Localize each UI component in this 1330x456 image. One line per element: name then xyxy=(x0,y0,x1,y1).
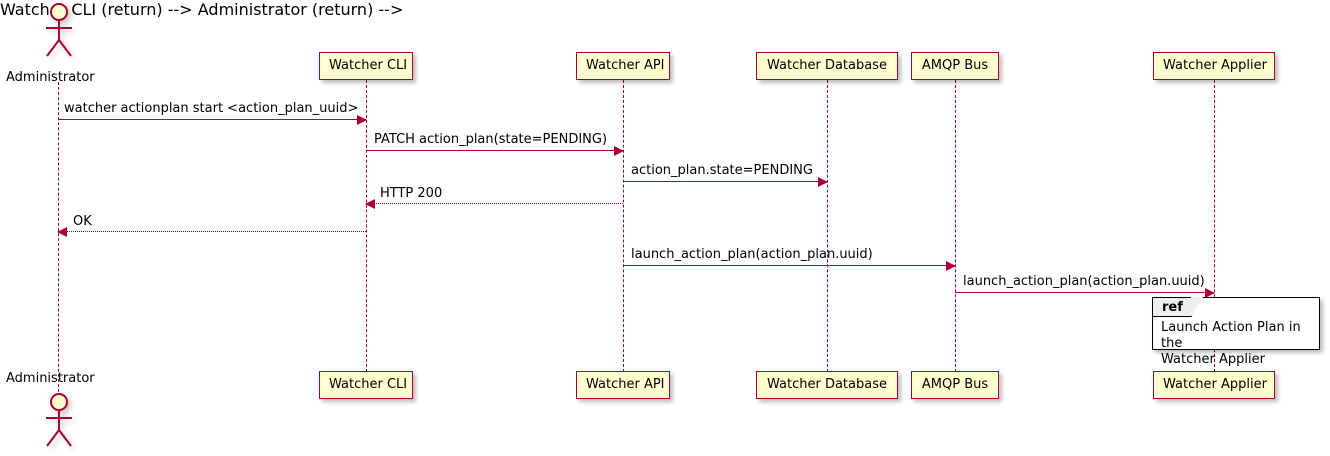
actor-label-administrator-bottom: Administrator xyxy=(6,371,95,386)
lifeline-administrator xyxy=(58,82,59,392)
ref-fragment-body-line-2: Watcher Applier xyxy=(1161,352,1265,367)
participant-watcher-cli-bottom[interactable]: Watcher CLI xyxy=(319,371,413,399)
actor-administrator-top[interactable] xyxy=(40,2,78,58)
message-line xyxy=(366,203,623,204)
ref-fragment-tab: ref xyxy=(1153,296,1203,317)
message-line xyxy=(58,231,366,232)
participant-watcher-api-top[interactable]: Watcher API xyxy=(576,52,670,80)
message-label-http-200: HTTP 200 xyxy=(380,186,443,201)
actor-figure-icon xyxy=(46,3,72,57)
participant-amqp-bus-bottom[interactable]: AMQP Bus xyxy=(911,371,999,399)
participant-watcher-applier-top[interactable]: Watcher Applier xyxy=(1153,52,1275,80)
participant-watcher-api-bottom[interactable]: Watcher API xyxy=(576,371,670,399)
message-label-ok: OK xyxy=(73,214,92,229)
participant-amqp-bus-top[interactable]: AMQP Bus xyxy=(911,52,999,80)
ref-fragment-tab-label: ref xyxy=(1162,300,1183,315)
message-line xyxy=(366,150,623,151)
lifeline-amqp-bus xyxy=(955,80,956,372)
actor-figure-icon xyxy=(46,393,72,447)
ref-fragment-body-line-1: Launch Action Plan in the xyxy=(1161,320,1301,351)
arrowhead-right-icon xyxy=(1205,287,1215,298)
arrowhead-right-icon xyxy=(818,176,828,187)
arrowhead-left-icon xyxy=(365,198,375,209)
message-line xyxy=(58,119,366,120)
arrowhead-right-icon xyxy=(946,260,956,271)
message-line xyxy=(623,265,955,266)
message-line xyxy=(955,292,1214,293)
participant-watcher-applier-bottom[interactable]: Watcher Applier xyxy=(1153,371,1275,399)
actor-administrator-bottom[interactable] xyxy=(40,392,78,448)
message-label-patch-action-plan: PATCH action_plan(state=PENDING) xyxy=(374,132,608,147)
arrowhead-right-icon xyxy=(614,145,624,156)
arrowhead-left-icon xyxy=(57,226,67,237)
lifeline-watcher-cli xyxy=(366,80,367,372)
lifeline-watcher-database xyxy=(827,80,828,372)
participant-watcher-cli-top[interactable]: Watcher CLI xyxy=(319,52,413,80)
actor-label-administrator-top: Administrator xyxy=(6,70,95,85)
lifeline-watcher-applier xyxy=(1214,80,1215,372)
participant-watcher-database-bottom[interactable]: Watcher Database xyxy=(756,371,898,399)
message-label-action-plan-state-pending: action_plan.state=PENDING xyxy=(631,163,813,178)
message-line xyxy=(623,181,827,182)
lifeline-watcher-api xyxy=(623,80,624,372)
ref-fragment-body: Launch Action Plan in the Watcher Applie… xyxy=(1153,318,1319,368)
message-label-watcher-actionplan-start: watcher actionplan start <action_plan_uu… xyxy=(64,101,359,116)
participant-watcher-database-top[interactable]: Watcher Database xyxy=(756,52,898,80)
ref-fragment[interactable]: ref Launch Action Plan in the Watcher Ap… xyxy=(1152,296,1320,367)
message-label-launch-action-plan-to-bus: launch_action_plan(action_plan.uuid) xyxy=(631,247,873,262)
arrowhead-right-icon xyxy=(357,114,367,125)
message-label-launch-action-plan-to-applier: launch_action_plan(action_plan.uuid) xyxy=(963,274,1205,289)
